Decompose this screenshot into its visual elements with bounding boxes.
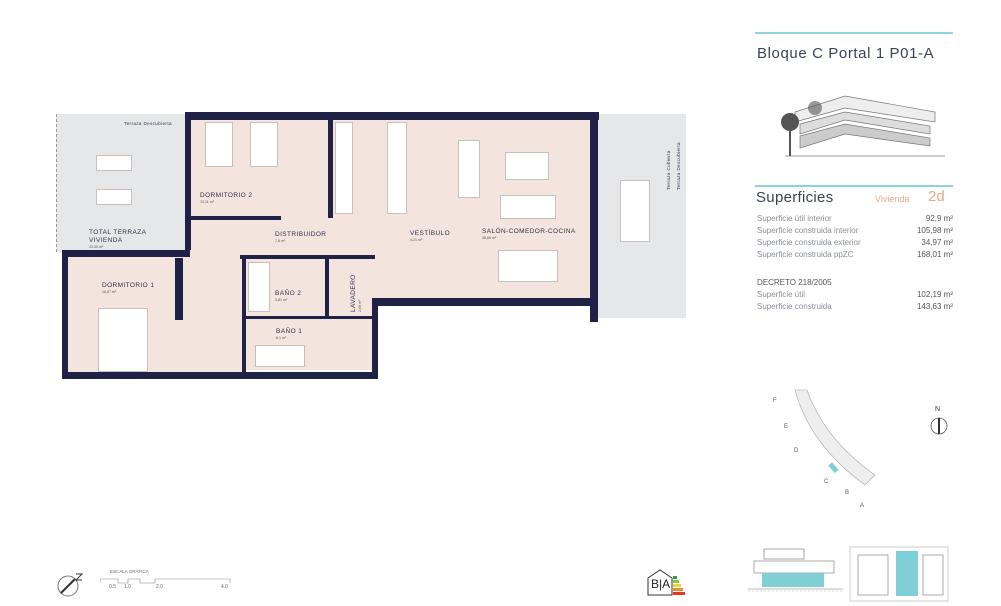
terrace-total-label: VIVIENDA (89, 237, 123, 244)
wall (242, 255, 246, 373)
energy-label: B|A (651, 577, 671, 591)
wall (328, 118, 333, 218)
room-area: 4,21 m² (410, 238, 423, 242)
scale-tick: 4.0 (221, 584, 228, 590)
room-label: BAÑO 2 (275, 290, 302, 297)
room-area: 36,66 m² (482, 236, 497, 240)
unit-type: 2d (928, 188, 945, 205)
room-area: 7,6 m² (275, 239, 286, 243)
wall (372, 298, 378, 378)
scale-title: ESCALA GRÁFICA (110, 569, 149, 574)
wall (185, 112, 191, 250)
room-label: DORMITORIO 1 (102, 282, 155, 289)
decreto-title: DECRETO 218/2005 (757, 278, 832, 287)
wall (62, 372, 378, 379)
scale-tick: 0.5 (109, 584, 116, 590)
scale-tick: 2.0 (156, 584, 163, 590)
room-area: 16,67 m² (102, 290, 117, 294)
scale-tick: 1.0 (124, 584, 131, 590)
site-map (794, 389, 876, 486)
room-area: 3,81 m² (275, 298, 288, 302)
wall (246, 316, 372, 319)
shower (248, 262, 270, 312)
page-title: Bloque C Portal 1 P01-A (757, 45, 935, 62)
room-label: LAVADERO (350, 274, 357, 312)
wall (325, 255, 329, 317)
row-value: 168,01 m² (916, 250, 953, 259)
north-label: N (935, 406, 941, 413)
terrace-total-area: 33,30 m² (89, 245, 104, 249)
block-label: F (773, 398, 777, 404)
room-label: BAÑO 1 (276, 328, 303, 335)
sunbed (96, 155, 132, 171)
wardrobe (335, 122, 353, 214)
wall (62, 250, 68, 378)
wall (240, 255, 375, 259)
header-rule (755, 32, 953, 34)
wall (375, 298, 598, 306)
sink (255, 345, 305, 367)
row-value: 92,9 m² (925, 214, 953, 223)
row-value: 102,19 m² (916, 290, 953, 299)
superficies-rule (755, 185, 953, 187)
bed (250, 122, 278, 167)
sunbed (96, 189, 132, 205)
room-label: DORMITORIO 2 (200, 192, 253, 199)
terrace-left (56, 114, 186, 252)
sofa (500, 195, 556, 219)
terrace-left-label: Terraza Descubierta (124, 121, 172, 126)
wall (185, 112, 599, 120)
row-label: Superficie útil (757, 290, 806, 299)
row-label: Superficie construida interior (757, 226, 859, 235)
energy-rating-logo: B|A (646, 568, 686, 596)
row-label: Superficie construida exterior (757, 238, 861, 247)
block-label: A (860, 503, 865, 509)
block-label: E (784, 424, 789, 430)
block-label: D (794, 448, 799, 454)
building-illustration (781, 95, 945, 157)
terrace-total-label: TOTAL TERRAZA (89, 229, 147, 236)
block-label: B (845, 490, 850, 496)
room-label: VESTÍBULO (410, 230, 451, 237)
wall (191, 216, 281, 220)
north-compass-icon (930, 417, 948, 435)
row-label: Superficie útil interior (757, 214, 832, 223)
row-value: 34,97 m² (921, 238, 953, 247)
bed (98, 308, 148, 372)
room-label: DISTRIBUIDOR (275, 231, 327, 238)
row-value: 105,98 m² (916, 226, 953, 235)
terrace-table (620, 180, 650, 242)
room-label: SALÓN-COMEDOR-COCINA (482, 228, 576, 235)
scale-bar (100, 578, 231, 584)
row-value: 143,63 m² (916, 302, 953, 311)
bed (205, 122, 233, 167)
terrace-right-label: Terraza Descubierta (676, 142, 681, 190)
wall (590, 112, 598, 322)
room-area: 13,11 m² (200, 200, 214, 204)
wall (175, 258, 183, 320)
key-plan (849, 546, 949, 602)
section-diagram (748, 548, 843, 592)
dining-table (498, 250, 558, 282)
kitchen-counter (387, 122, 407, 214)
room-area: 6,1 m² (276, 336, 287, 340)
north-arrow-icon (57, 573, 84, 597)
unit-label: Vivienda (875, 194, 910, 204)
wall (62, 250, 190, 257)
room-area: 2,69 m² (358, 299, 362, 312)
coffee-table (505, 152, 549, 180)
terrace-right-label: Terraza Cubierta (666, 150, 671, 190)
block-label: C (824, 479, 829, 485)
row-label: Superficie construida ppZC (757, 250, 854, 259)
row-label: Superficie construida (757, 302, 832, 311)
room-floor (66, 256, 244, 374)
superficies-title: Superficies (756, 189, 834, 206)
sofa (458, 140, 480, 198)
